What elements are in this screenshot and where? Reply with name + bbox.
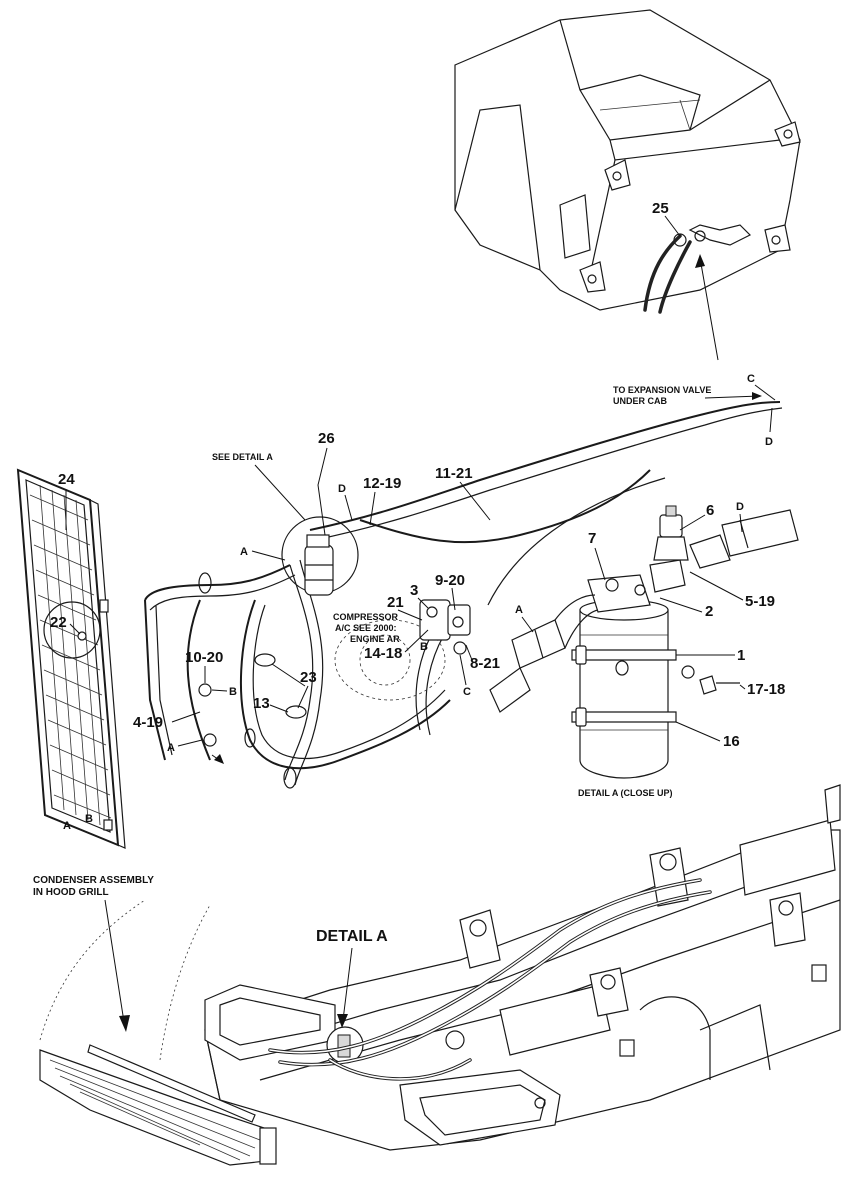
cab-arrow-head	[695, 254, 705, 268]
callout-23: 23	[300, 669, 317, 686]
note-in-hood-grill: IN HOOD GRILL	[33, 887, 109, 898]
letter-b-compressor: B	[420, 641, 428, 653]
receiver-drier-detail	[489, 505, 799, 779]
callout-11-21: 11-21	[435, 465, 473, 482]
note-detail-a-close-up: DETAIL A (CLOSE UP)	[578, 788, 673, 798]
callout-5-19: 5-19	[745, 593, 775, 610]
callout-7: 7	[588, 530, 596, 547]
letter-b-condenser: B	[229, 686, 237, 698]
callout-3: 3	[410, 582, 418, 599]
callout-2: 2	[705, 603, 713, 620]
callout-1: 1	[737, 647, 745, 664]
callout-22: 22	[50, 614, 67, 631]
callout-6: 6	[706, 502, 714, 519]
letter-a-detail: A	[515, 604, 523, 616]
note-compressor-engine: ENGINE AR	[350, 634, 400, 644]
letter-c-top: C	[747, 373, 755, 385]
letter-a-condenser: A	[167, 742, 175, 754]
hose-clamps	[254, 653, 307, 719]
note-to-expansion-valve: TO EXPANSION VALVE	[613, 385, 711, 395]
callout-13: 13	[253, 695, 270, 712]
cab-arrow	[699, 257, 719, 361]
note-compressor: COMPRESSOR	[333, 612, 399, 622]
chassis-hoses	[268, 878, 712, 1081]
note-under-cab: UNDER CAB	[613, 396, 668, 406]
label-detail-a: DETAIL A	[316, 928, 388, 945]
callout-17-18: 17-18	[747, 681, 785, 698]
note-see-detail-a: SEE DETAIL A	[212, 452, 273, 462]
letter-a-hose: A	[240, 546, 248, 558]
letter-a-bottom: A	[63, 820, 71, 832]
callout-21: 21	[387, 594, 404, 611]
receiver-drier-small	[304, 534, 334, 596]
detail-a-arc	[487, 477, 666, 606]
callout-14-18: 14-18	[364, 645, 402, 662]
callout-16: 16	[723, 733, 740, 750]
callout-10-20: 10-20	[185, 649, 223, 666]
condenser-fittings	[198, 683, 224, 764]
callout-9-20: 9-20	[435, 572, 465, 589]
machine-chassis	[204, 784, 841, 1151]
callout-24: 24	[58, 471, 75, 488]
letter-d-mid: D	[338, 483, 346, 495]
note-condenser-assembly: CONDENSER ASSEMBLY	[33, 875, 154, 886]
condenser-core	[16, 468, 126, 849]
hose-lines	[144, 401, 783, 789]
callout-25: 25	[652, 200, 669, 217]
letter-b-bottom: B	[85, 813, 93, 825]
callout-26: 26	[318, 430, 335, 447]
letter-d-detail: D	[736, 501, 744, 513]
note-compressor-see: A/C SEE 2000:	[335, 623, 397, 633]
letter-c-compressor: C	[463, 686, 471, 698]
callout-8-21: 8-21	[470, 655, 500, 672]
callout-4-19: 4-19	[133, 714, 163, 731]
letter-d-top: D	[765, 436, 773, 448]
hood-grill	[39, 899, 277, 1166]
callout-12-19: 12-19	[363, 475, 401, 492]
cab-underside	[454, 9, 801, 314]
